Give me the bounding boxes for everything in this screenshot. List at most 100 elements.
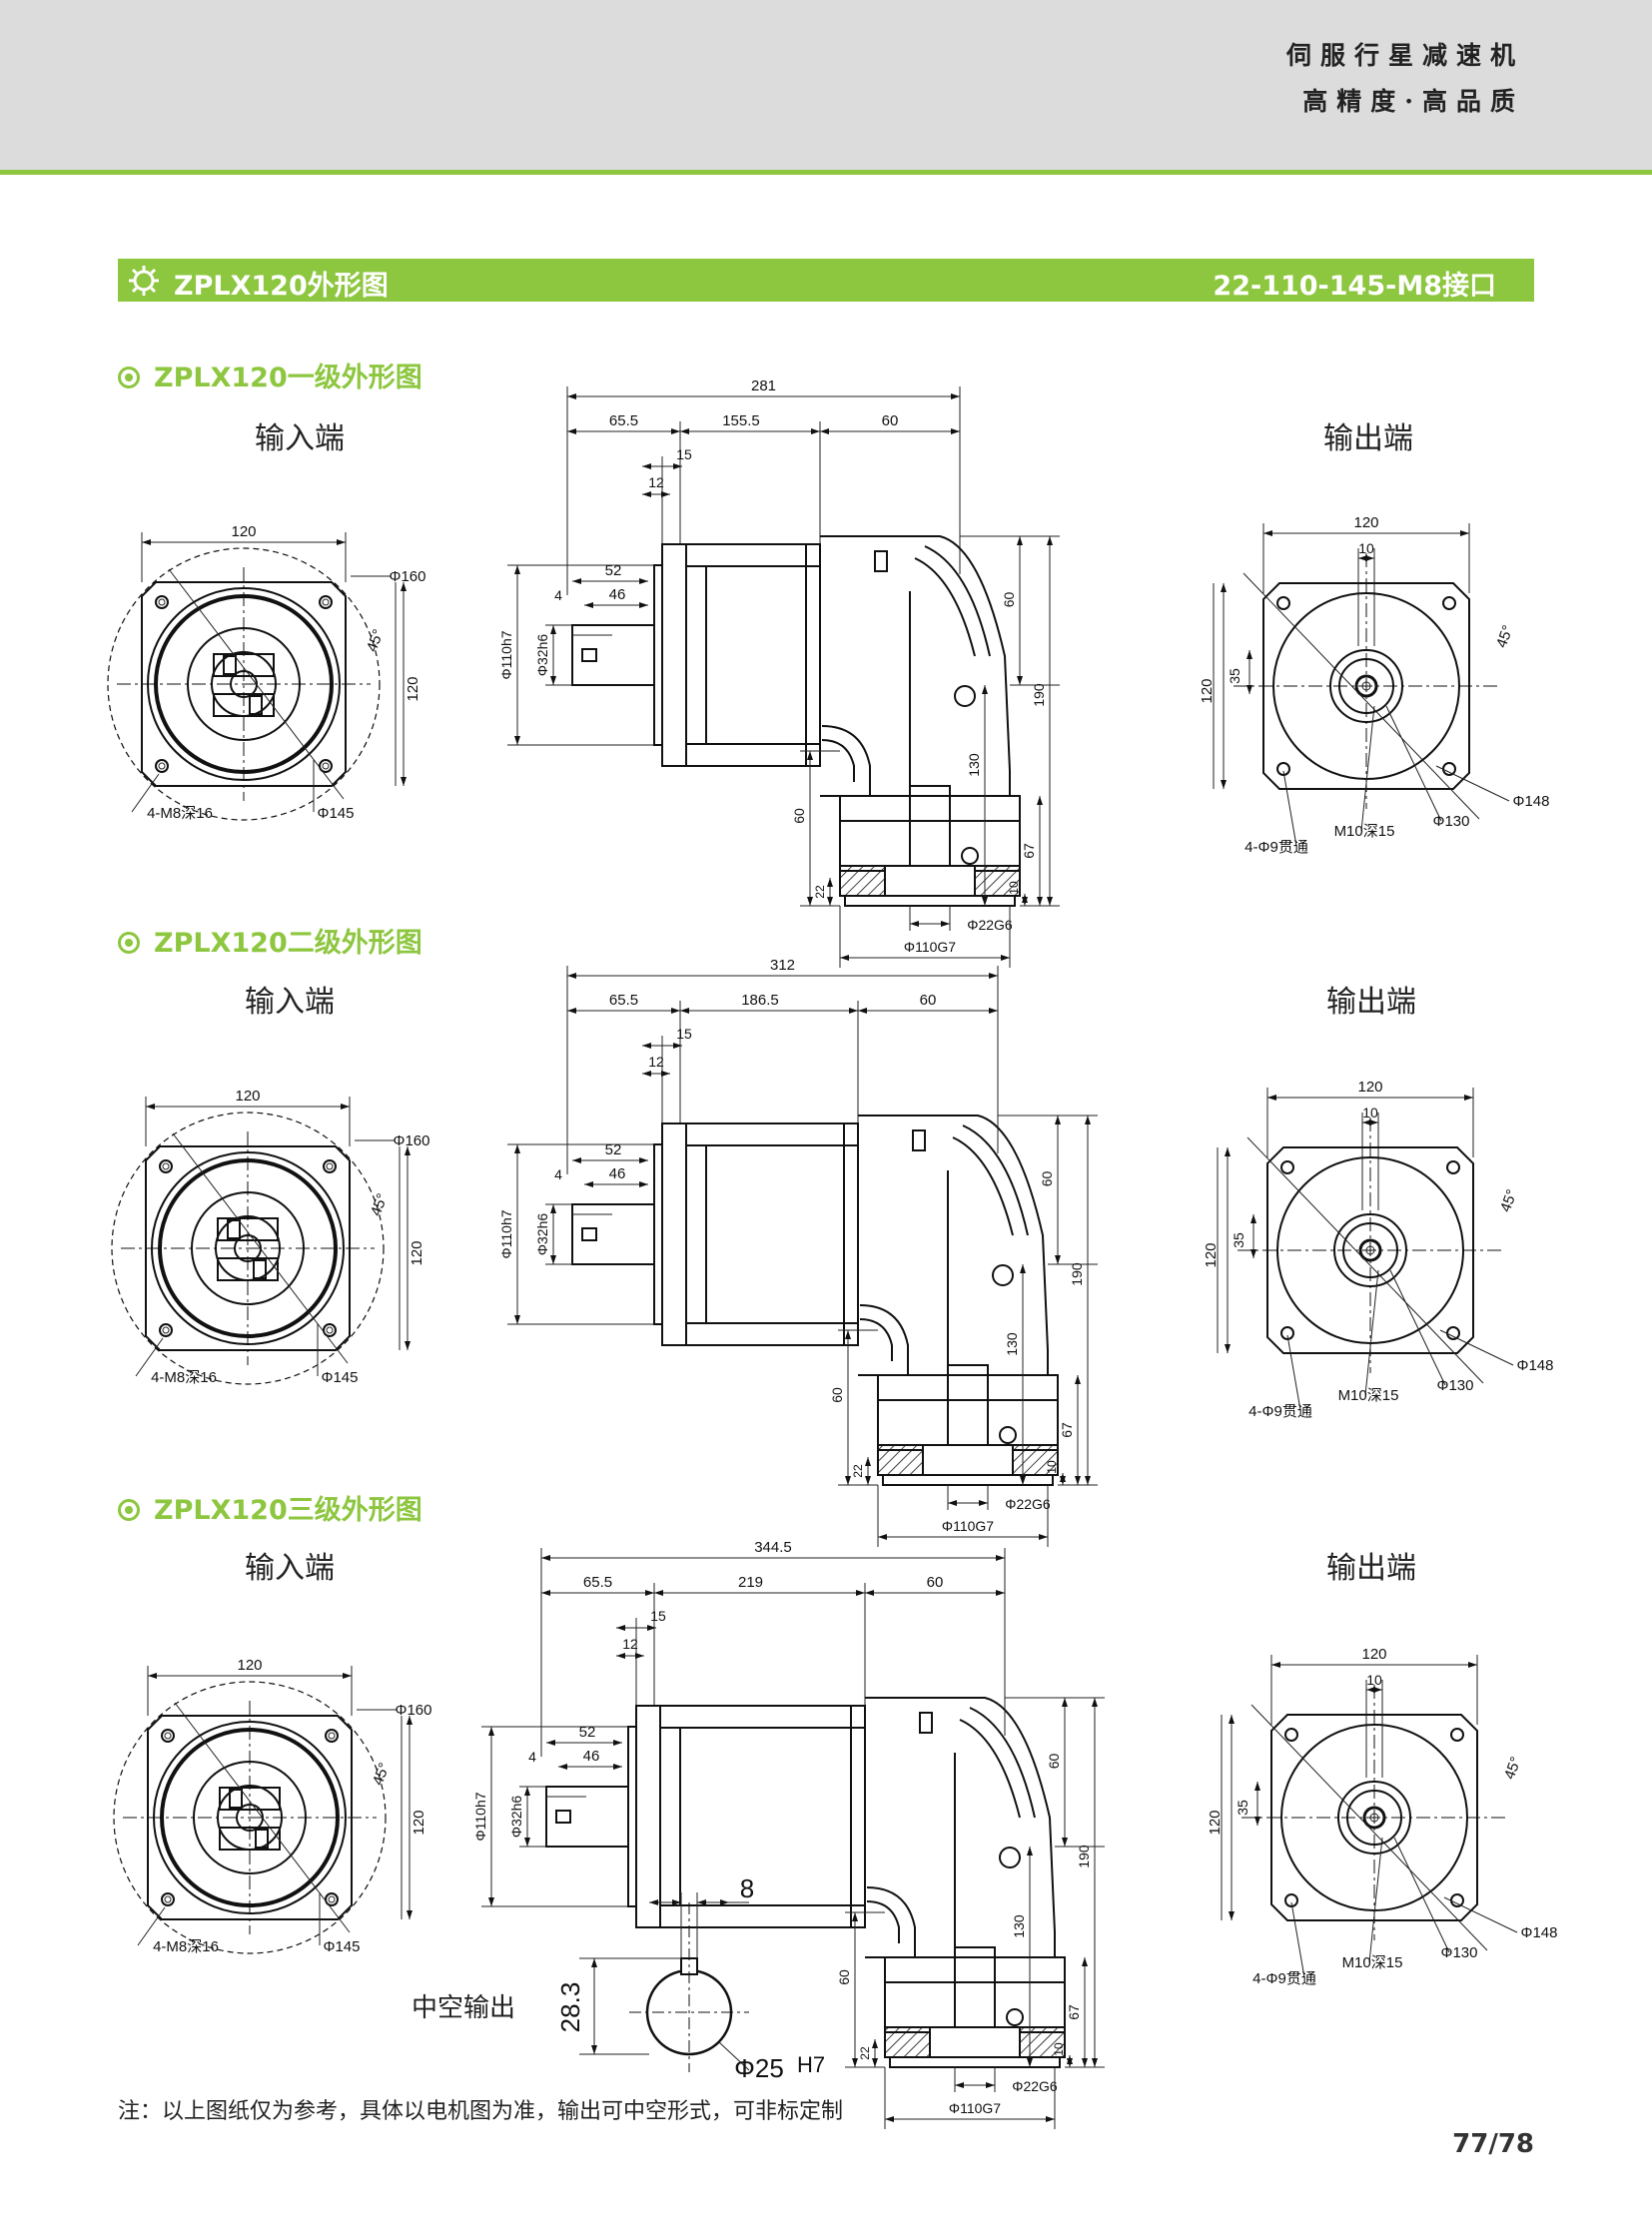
dimension-arrow bbox=[865, 1457, 871, 1466]
dimension-arrow bbox=[541, 1555, 550, 1561]
mounting-hole bbox=[325, 1729, 339, 1743]
dimension-label: Φ32h6 bbox=[534, 634, 550, 677]
motor-adapter bbox=[653, 564, 663, 746]
dimension-label: 4-Φ9贯通 bbox=[1248, 1403, 1312, 1420]
dimension-arrow bbox=[567, 973, 576, 979]
dimension-label: 120 bbox=[237, 1657, 262, 1674]
dimension-arrow bbox=[146, 1104, 155, 1110]
dimension-arrow bbox=[1022, 897, 1028, 906]
dimension-arrow bbox=[642, 491, 651, 497]
bullet-icon bbox=[118, 932, 140, 954]
dimension-arrow bbox=[401, 582, 407, 591]
through-hole bbox=[1450, 1728, 1464, 1742]
dimension-arrow bbox=[1254, 1782, 1260, 1791]
dimension-label: Φ148 bbox=[1517, 1357, 1554, 1374]
mounting-hole bbox=[328, 1732, 336, 1740]
dimension-label: 120 bbox=[1361, 1646, 1386, 1663]
dimension-label: 4 bbox=[528, 1749, 536, 1765]
dimension-arrow bbox=[878, 1534, 887, 1540]
leader-line bbox=[174, 1702, 351, 1933]
dimension-label: 120 bbox=[1357, 1079, 1382, 1096]
clamp-screw bbox=[227, 1219, 241, 1239]
dimension-arrow bbox=[1263, 530, 1272, 536]
dimension-arrow bbox=[827, 878, 833, 887]
through-hole bbox=[1284, 1728, 1298, 1742]
page-number: 77/78 bbox=[1452, 2129, 1534, 2159]
dimension-label: 45° bbox=[1493, 623, 1517, 650]
dimension-arrow bbox=[910, 921, 919, 927]
dimension-arrow bbox=[541, 1590, 550, 1596]
dimension-label: 219 bbox=[738, 1574, 763, 1591]
dimension-arrow bbox=[1254, 1817, 1260, 1826]
dimension-arrow bbox=[680, 428, 689, 434]
mounting-hole bbox=[155, 759, 169, 773]
dimension-label: 52 bbox=[605, 1141, 622, 1158]
dimension-arrow bbox=[405, 1341, 411, 1350]
oil-plug bbox=[912, 1129, 926, 1151]
dimension-arrow bbox=[1365, 555, 1374, 561]
dimension-arrow bbox=[572, 578, 581, 584]
dimension-label: 60 bbox=[1001, 592, 1017, 608]
through-hole bbox=[1276, 596, 1290, 610]
dimension-arrow bbox=[616, 1625, 625, 1631]
dimension-label: 12 bbox=[622, 1636, 638, 1652]
dimension-label: Φ22G6 bbox=[1012, 2078, 1058, 2094]
dimension-arrow bbox=[1047, 536, 1053, 545]
input-flange-outline bbox=[147, 1715, 353, 1920]
gear-icon bbox=[129, 266, 159, 296]
dimension-label: 45° bbox=[370, 1761, 394, 1788]
input-shaft bbox=[545, 1786, 629, 1848]
through-hole bbox=[1442, 596, 1456, 610]
oil-plug bbox=[874, 550, 888, 572]
dimension-label: 15 bbox=[676, 446, 692, 462]
dimension-arrow bbox=[697, 1899, 706, 1905]
dimension-label: Φ32h6 bbox=[534, 1213, 550, 1256]
clamp-screw bbox=[255, 1829, 269, 1849]
shaft-key bbox=[581, 1227, 597, 1241]
section-title-3: ZPLX120三级外形图 bbox=[118, 1488, 422, 1527]
mounting-hole bbox=[159, 1159, 173, 1173]
dimension-arrow bbox=[546, 1740, 555, 1746]
dimension-label: 4-M8深16 bbox=[151, 1369, 217, 1386]
dimension-arrow bbox=[807, 751, 813, 760]
motor-adapter bbox=[627, 1726, 637, 1907]
dimension-arrow bbox=[1027, 1847, 1033, 1856]
dimension-arrow bbox=[642, 463, 651, 469]
dimension-arrow bbox=[1037, 796, 1043, 805]
dimension-label: 130 bbox=[1004, 1332, 1020, 1356]
dimension-arrow bbox=[1267, 1095, 1276, 1101]
input-shaft bbox=[571, 1203, 655, 1265]
dimension-arrow bbox=[1085, 1476, 1091, 1485]
dimension-label: 60 bbox=[920, 992, 937, 1009]
header-band bbox=[0, 0, 1652, 170]
dimension-label: Φ22G6 bbox=[1005, 1496, 1051, 1512]
dimension-label: 67 bbox=[1021, 843, 1037, 859]
leader-line bbox=[135, 1337, 164, 1377]
header-accent-line bbox=[0, 170, 1652, 175]
output-housing bbox=[884, 1981, 1066, 2033]
mounting-hole bbox=[162, 1162, 170, 1170]
hollow-output-label: 中空输出 bbox=[412, 1993, 516, 2023]
output-flange bbox=[839, 795, 1021, 822]
dimension-arrow bbox=[567, 1008, 576, 1014]
flange bbox=[635, 1705, 661, 1928]
dimension-arrow bbox=[885, 2116, 894, 2122]
clamp-screw bbox=[223, 655, 237, 675]
dimension-arrow bbox=[982, 685, 988, 694]
dimension-arrow bbox=[1039, 1534, 1048, 1540]
mounting-hole bbox=[319, 759, 333, 773]
dimension-arrow bbox=[982, 897, 988, 906]
dimension-arrow bbox=[1250, 1249, 1256, 1258]
dimension-arrow bbox=[852, 2058, 858, 2067]
dimension-label: 120 bbox=[1353, 514, 1378, 531]
dimension-label: 120 bbox=[1203, 1242, 1220, 1267]
dimension-label: 46 bbox=[583, 1748, 600, 1765]
output-end-label-2: 输出端 bbox=[1326, 985, 1416, 1020]
right-angle-housing bbox=[865, 1697, 1056, 1958]
dimension-arrow bbox=[661, 491, 670, 497]
dimension-label: 281 bbox=[751, 377, 776, 394]
dimension-arrow bbox=[1037, 897, 1043, 906]
through-hole bbox=[1450, 1893, 1464, 1907]
